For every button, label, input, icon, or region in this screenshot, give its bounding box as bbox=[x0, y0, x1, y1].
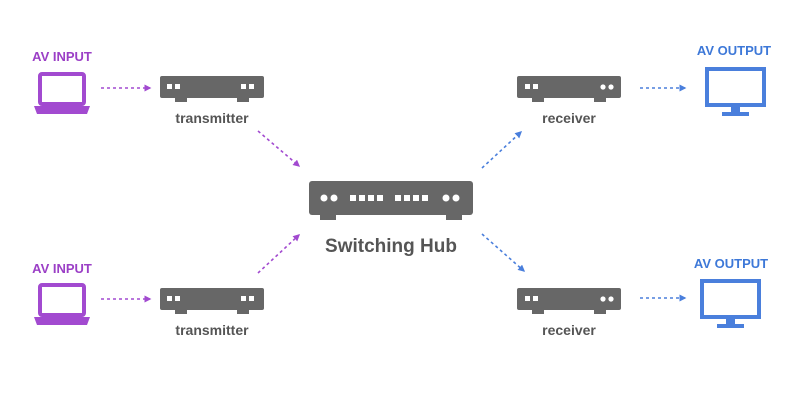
laptop-icon bbox=[34, 283, 90, 325]
transmitter-bottom: transmitter bbox=[160, 288, 264, 338]
av-output-label: AV OUTPUT bbox=[697, 43, 771, 58]
switching-hub-label: Switching Hub bbox=[325, 236, 457, 257]
receiver-label: receiver bbox=[542, 110, 596, 126]
hub-device-icon bbox=[309, 181, 473, 220]
monitor-icon bbox=[705, 67, 766, 116]
transmitter-top: transmitter bbox=[160, 76, 264, 126]
transmitter-device-icon bbox=[160, 76, 264, 102]
monitor-icon bbox=[700, 279, 761, 328]
switching-hub: Switching Hub bbox=[309, 181, 473, 257]
output-node-bottom: AV OUTPUT bbox=[694, 256, 768, 328]
receiver-device-icon bbox=[517, 288, 621, 314]
receiver-bottom: receiver bbox=[517, 288, 621, 338]
arrow-hub-to-receiver-top bbox=[481, 131, 523, 169]
transmitter-label: transmitter bbox=[175, 322, 249, 338]
receiver-label: receiver bbox=[542, 322, 596, 338]
input-node-bottom: AV INPUT bbox=[32, 261, 92, 325]
laptop-icon bbox=[34, 72, 90, 114]
transmitter-label: transmitter bbox=[175, 110, 249, 126]
av-output-label: AV OUTPUT bbox=[694, 256, 768, 271]
av-input-label: AV INPUT bbox=[32, 261, 92, 276]
output-node-top: AV OUTPUT bbox=[697, 43, 771, 116]
arrow-transmitter-to-hub-top bbox=[257, 130, 301, 167]
arrow-hub-to-receiver-bottom bbox=[481, 233, 526, 272]
arrow-transmitter-to-hub-bottom bbox=[257, 234, 301, 274]
receiver-top: receiver bbox=[517, 76, 621, 126]
input-node-top: AV INPUT bbox=[32, 49, 92, 114]
receiver-device-icon bbox=[517, 76, 621, 102]
transmitter-device-icon bbox=[160, 288, 264, 314]
av-input-label: AV INPUT bbox=[32, 49, 92, 64]
